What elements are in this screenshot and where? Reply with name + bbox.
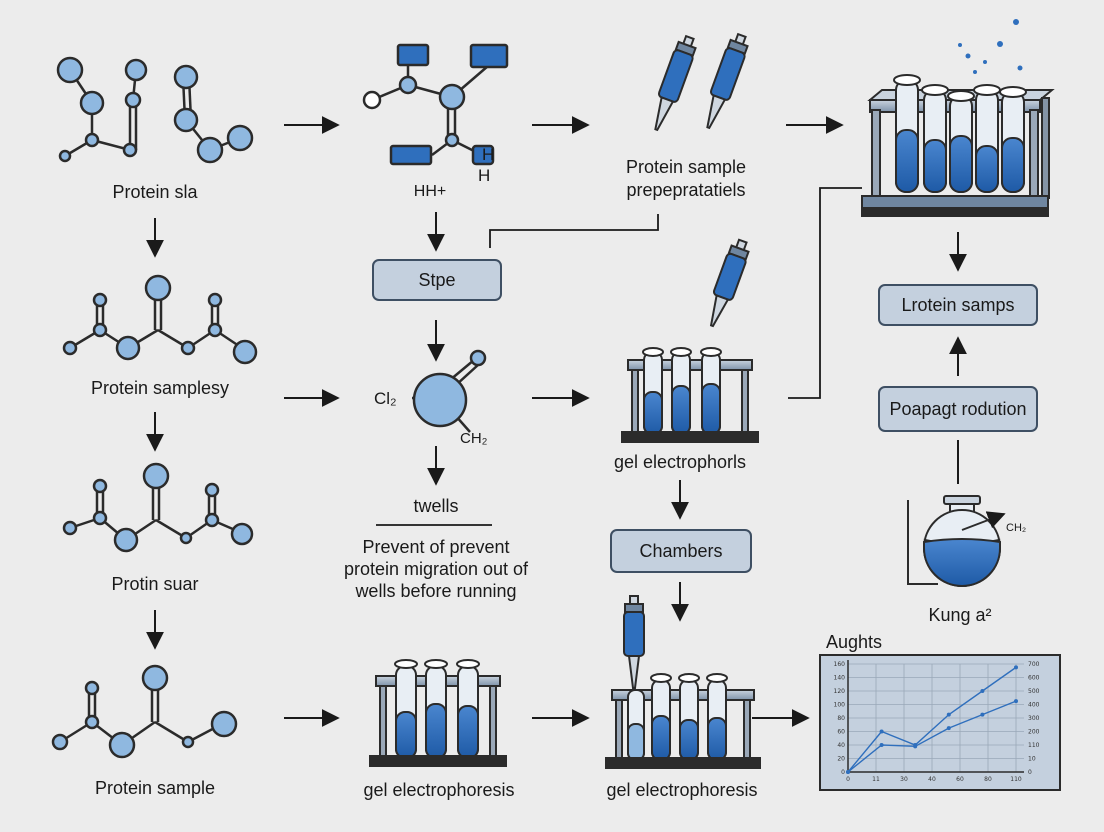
label-kung: Kung a² (928, 605, 992, 625)
note-line-3: wells before running (355, 581, 517, 601)
x-tick: 110 (1010, 776, 1022, 783)
chem-ch2-small: CH₂ (1006, 522, 1027, 534)
test-tube-rack-middle-icon (621, 347, 759, 443)
y-tick-right: 200 (1028, 729, 1040, 736)
chart-tick-labels: 0204060801001201401600101102003004005006… (834, 661, 1040, 783)
box-lrotein-samps: Lrotein samps (878, 284, 1038, 326)
flow-arrows (146, 116, 967, 727)
bubbles-icon (958, 19, 1023, 74)
label-prep-line1: Protein sample (625, 157, 747, 177)
x-tick: 60 (956, 776, 964, 783)
label-gel-electrophoresis-1: gel electrophoresis (363, 780, 515, 800)
label-protin-suar: Protin suar (111, 574, 199, 594)
molecule-1 (56, 56, 254, 164)
y-tick-left: 40 (837, 742, 845, 749)
y-tick-left: 140 (834, 675, 846, 682)
y-tick-left: 60 (837, 729, 845, 736)
y-tick-left: 160 (834, 661, 846, 668)
note-prevent-migration: Prevent of prevent protein migration out… (318, 536, 554, 602)
y-tick-right: 600 (1028, 675, 1040, 682)
box-poapagt-rodution: Poapagt rodution (878, 386, 1038, 432)
molecule-4 (51, 664, 238, 759)
label-gel-electrophorls: gel electrophorls (613, 452, 747, 472)
x-tick: 40 (928, 776, 936, 783)
chart-title: Aughts (826, 632, 883, 652)
data-point (1013, 665, 1018, 670)
note-line-2: protein migration out of (343, 559, 529, 579)
molecule-hh (362, 43, 509, 166)
data-point (980, 712, 985, 717)
data-point (879, 729, 884, 734)
y-tick-left: 80 (837, 715, 845, 722)
chem-h-1: H (482, 145, 495, 164)
label-protein-samplesy: Protein samplesy (90, 378, 230, 398)
y-tick-right: 10 (1028, 756, 1036, 763)
series-line-2 (847, 700, 1017, 773)
molecule-3 (62, 462, 254, 553)
data-point (1013, 699, 1018, 704)
y-tick-right: 400 (1028, 702, 1040, 709)
series-line-1 (847, 666, 1017, 773)
y-tick-right: 500 (1028, 688, 1040, 695)
molecule-2 (62, 274, 258, 365)
chem-cl2: Cl₂ (374, 389, 397, 408)
y-tick-right: 0 (1028, 769, 1032, 776)
chem-h-2: H (478, 166, 491, 185)
chart: 0204060801001201401600101102003004005006… (819, 654, 1061, 791)
pipette-pair-icon (654, 32, 749, 132)
flask-icon (907, 495, 1006, 587)
data-point (846, 770, 850, 774)
y-tick-right: 110 (1028, 742, 1040, 749)
label-prep-line2: prepepratatiels (626, 180, 746, 200)
box-stpe: Stpe (372, 259, 502, 301)
data-point (913, 744, 918, 749)
connector-lines (376, 187, 862, 526)
x-tick: 30 (900, 776, 908, 783)
y-tick-left: 0 (841, 769, 845, 776)
pipette-middle-icon (709, 238, 750, 328)
data-point (980, 689, 985, 693)
label-twells: twells (413, 496, 459, 516)
test-tube-rack-large-icon (861, 74, 1055, 217)
label-protein-sample: Protein sample (94, 778, 216, 798)
molecule-cl2 (412, 349, 487, 433)
note-line-1: Prevent of prevent (362, 537, 510, 557)
chart-grid (847, 663, 1024, 773)
y-tick-left: 20 (837, 756, 845, 763)
label-gel-electrophoresis-2: gel electrophoresis (606, 780, 758, 800)
x-tick: 11 (872, 776, 880, 783)
data-point (946, 712, 951, 717)
test-tube-rack-bottom-1-icon (369, 659, 507, 767)
y-tick-right: 700 (1028, 661, 1040, 668)
label-protein-sla: Protein sla (112, 182, 198, 202)
y-tick-right: 300 (1028, 715, 1040, 722)
chart-series (846, 665, 1018, 774)
label-hh: HH+ (413, 183, 447, 200)
y-tick-left: 100 (834, 702, 846, 709)
box-chambers: Chambers (610, 529, 752, 573)
data-point (879, 743, 884, 747)
chem-ch2: CH₂ (460, 430, 488, 447)
y-tick-left: 120 (834, 688, 846, 695)
x-tick: 0 (846, 776, 850, 783)
x-tick: 80 (984, 776, 992, 783)
data-point (946, 726, 951, 731)
test-tube-rack-bottom-2-icon (605, 595, 761, 769)
